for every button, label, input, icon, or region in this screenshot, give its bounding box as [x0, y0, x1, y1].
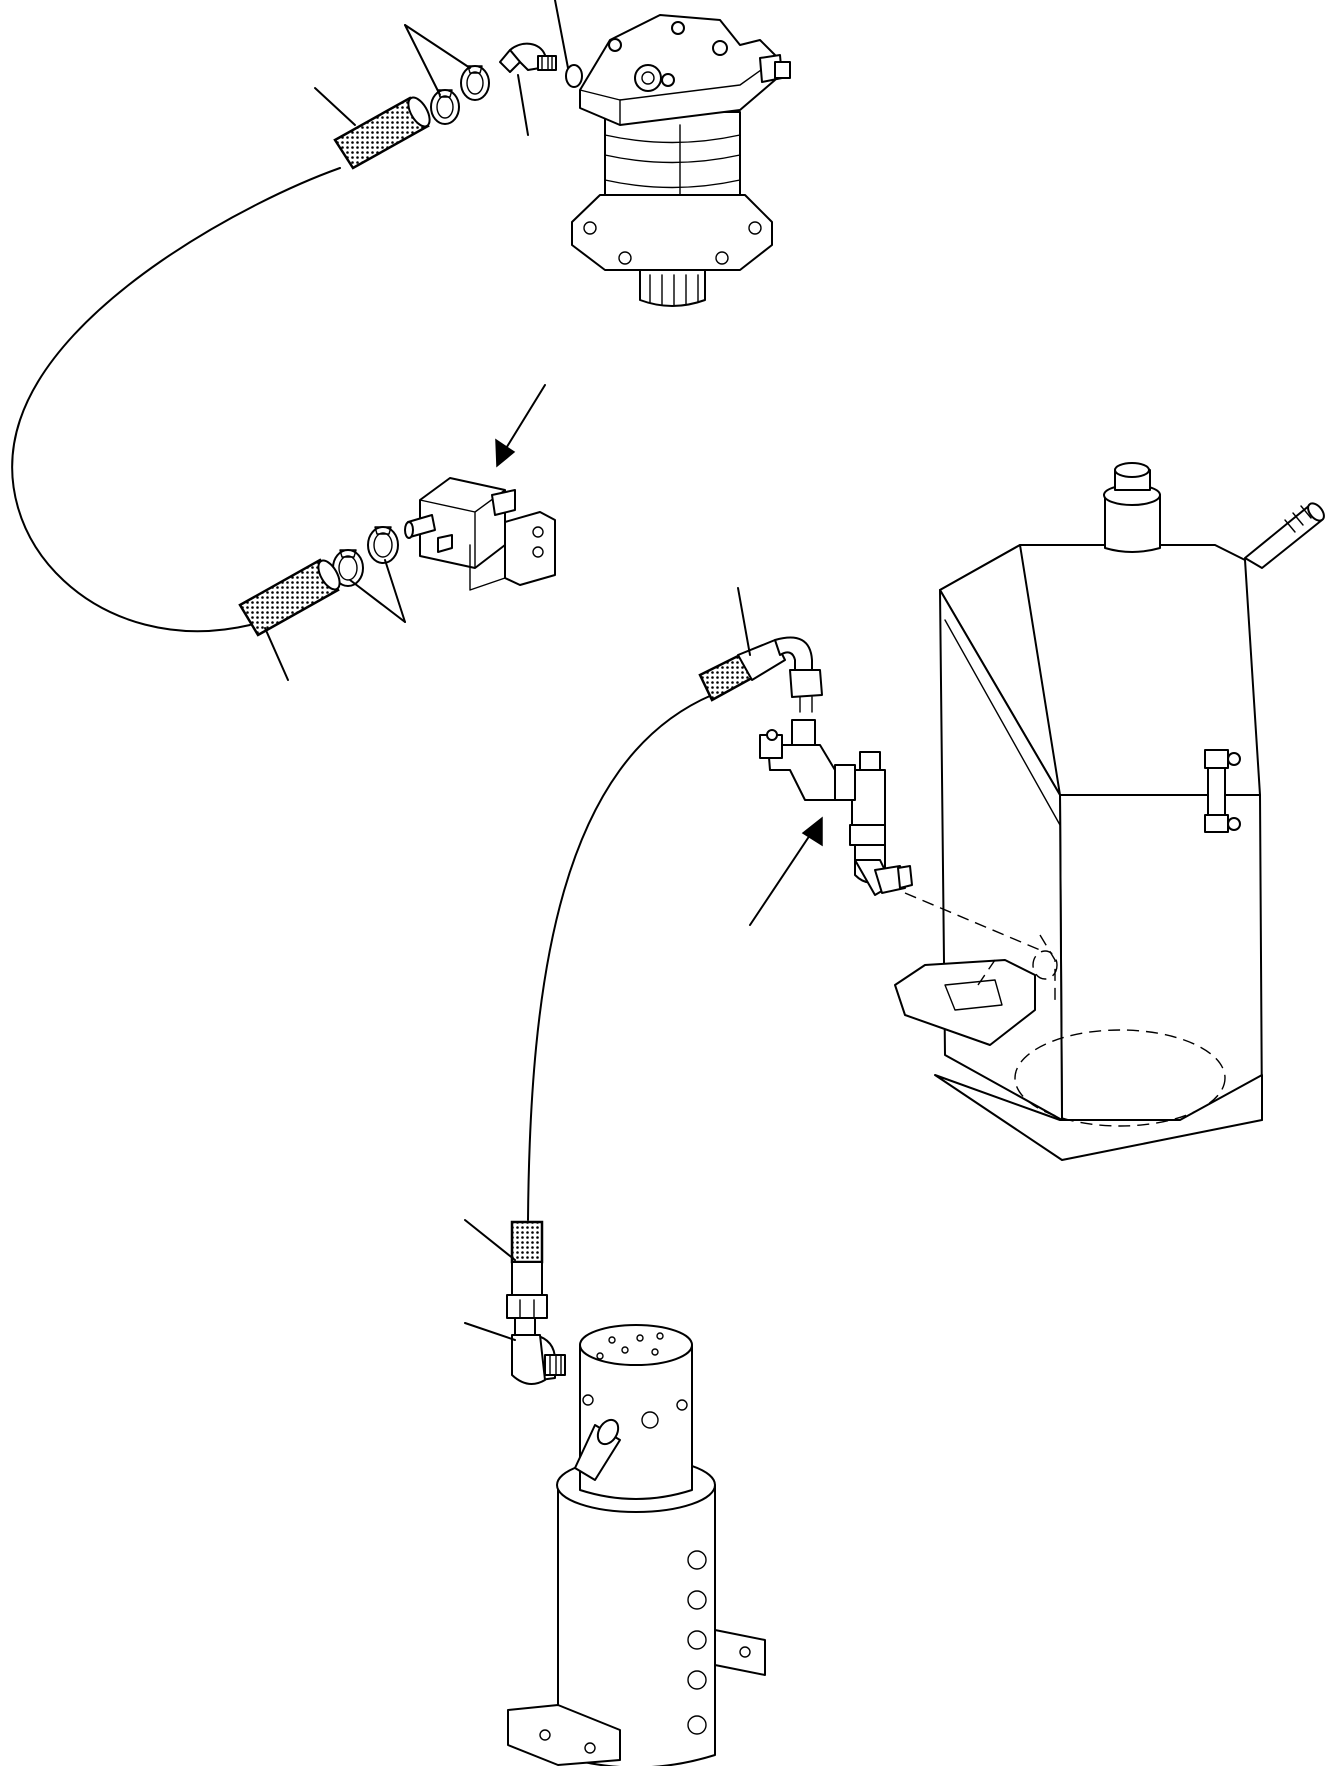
callout-clamp-mid-1 [349, 579, 406, 623]
arrow-tank-fitting [749, 816, 823, 926]
callout-clamp-top-1 [404, 24, 441, 96]
hose-clamp-mid-2 [367, 526, 399, 564]
hydraulic-tank [894, 462, 1325, 1161]
hose-sleeve-top [333, 96, 431, 170]
elbow-fitting-swivel [511, 1299, 566, 1385]
hose-upper-drain [11, 167, 341, 633]
arrow-drain-block [495, 384, 546, 468]
callout-hose-sleeve-mid [264, 627, 289, 681]
hose-clamp-top-2 [460, 65, 490, 101]
swing-motor [571, 14, 791, 307]
callout-elbow-motor [517, 74, 529, 136]
center-swivel-joint [507, 1324, 766, 1766]
callout-clamp-top-2 [404, 24, 471, 69]
hose-lower-drain [527, 694, 713, 1221]
callout-leaders [264, 0, 751, 1341]
hose-end-swivel [506, 1220, 548, 1319]
o-ring [565, 64, 583, 88]
callout-clamp-mid-2 [384, 559, 406, 623]
view-arrows [495, 384, 823, 926]
drain-block [404, 477, 556, 591]
callout-hose-end-swivel [464, 1219, 516, 1261]
callout-o-ring [554, 0, 569, 69]
hose-end-tank [698, 636, 823, 713]
callout-hose-end-tank [737, 587, 751, 656]
callout-hose-sleeve-top [314, 87, 356, 126]
elbow-fitting-motor [499, 42, 557, 73]
callout-elbow-swivel [464, 1322, 516, 1341]
hose-clamp-top-1 [430, 89, 460, 125]
tank-return-fitting [759, 719, 913, 896]
hose-sleeve-mid [238, 558, 341, 637]
